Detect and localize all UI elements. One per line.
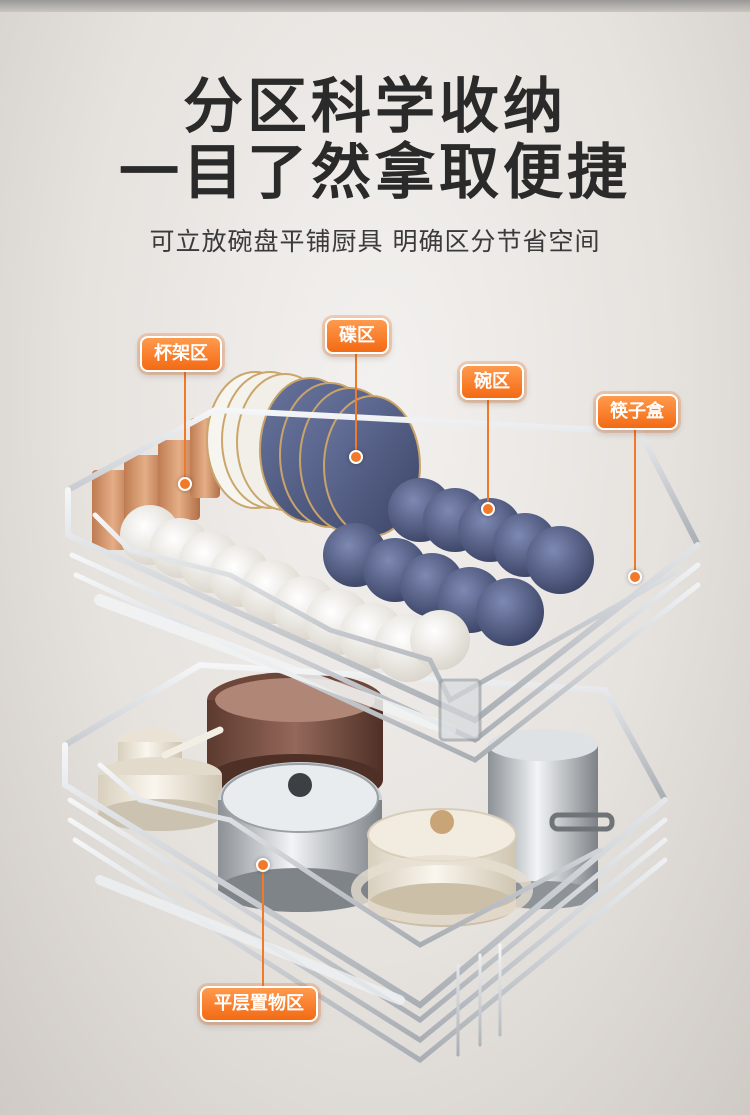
top-band (0, 0, 750, 12)
subtitle: 可立放碗盘平铺厨具 明确区分节省空间 (149, 227, 601, 256)
cup-zone-dot (178, 477, 192, 491)
lower-tier-items (98, 672, 615, 927)
flat-zone-dot (256, 858, 270, 872)
bowl-zone-tag: 碗区 (460, 364, 524, 400)
plate-zone-dot (349, 450, 363, 464)
plate-zone-leader (355, 348, 357, 458)
upper-basket (65, 406, 701, 778)
headline-line-2: 一目了然拿取便捷 (119, 138, 631, 208)
flat-zone-tag: 平层置物区 (200, 986, 318, 1022)
chopstick-box-dot (628, 570, 642, 584)
chopstick-box-tag: 筷子盒 (596, 394, 678, 430)
bowl-zone-leader (487, 394, 489, 506)
cup-zone-leader (184, 366, 186, 481)
chopstick-box-leader (634, 424, 636, 574)
headline-line-1: 分区科学收纳 (183, 72, 567, 142)
flat-zone-leader (262, 862, 264, 990)
bowl-zone-dot (481, 502, 495, 516)
cup-zone-tag: 杯架区 (140, 336, 222, 372)
plate-zone-tag: 碟区 (325, 318, 389, 354)
